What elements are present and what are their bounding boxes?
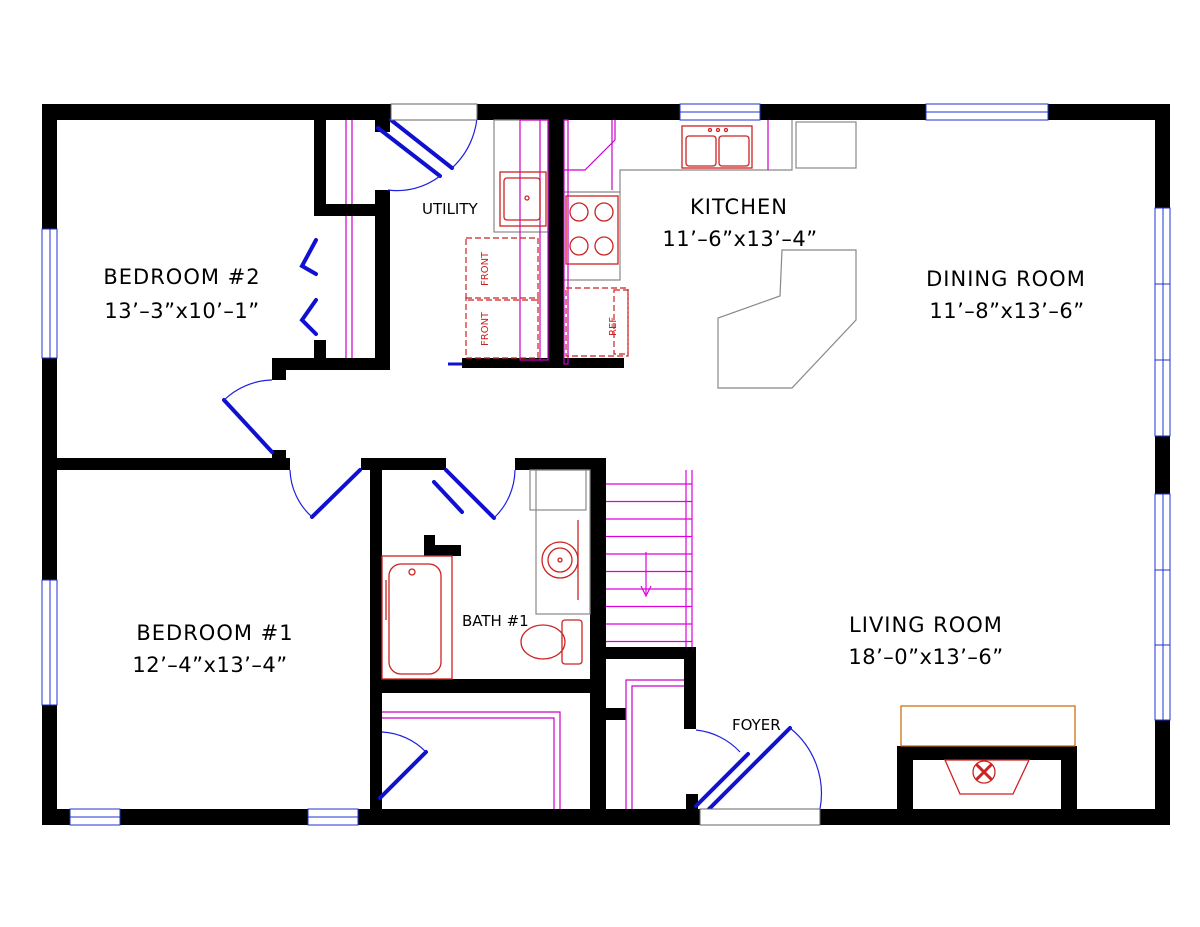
kitchen-sink — [681, 125, 753, 169]
windows — [41, 103, 1171, 826]
room-labels: BEDROOM #2 13’–3”x10’–1” BEDROOM #1 12’–… — [103, 195, 1086, 734]
bedroom1-name: BEDROOM #1 — [136, 621, 293, 645]
living-dims: 18’–0”x13’–6” — [848, 645, 1003, 669]
bathroom-fixtures — [381, 469, 591, 680]
dining-dims: 11’–8”x13’–6” — [929, 299, 1084, 323]
dishwasher — [795, 121, 857, 169]
range — [565, 195, 619, 265]
utility-name: UTILITY — [422, 200, 479, 218]
dining-name: DINING ROOM — [926, 267, 1086, 291]
kitchen-cabinets: REF — [563, 119, 857, 389]
doors — [222, 103, 823, 826]
bedroom1-dims: 12’–4”x13’–4” — [132, 653, 287, 677]
exterior-walls — [42, 104, 1170, 825]
toilet-tank — [561, 619, 583, 665]
bathtub — [381, 555, 453, 680]
svg-text:FRONT: FRONT — [480, 311, 491, 346]
washer — [465, 237, 539, 301]
toilet-bowl — [520, 624, 566, 660]
living-name: LIVING ROOM — [849, 613, 1003, 637]
bedroom2-name: BEDROOM #2 — [103, 265, 260, 289]
bedroom2-dims: 13’–3”x10’–1” — [104, 299, 259, 323]
interior-walls — [57, 120, 1077, 825]
bath1-name: BATH #1 — [462, 612, 529, 630]
kitchen-island — [717, 249, 857, 389]
kitchen-name: KITCHEN — [690, 195, 788, 219]
svg-text:FRONT: FRONT — [480, 251, 491, 286]
kitchen-dims: 11’–6”x13’–4” — [662, 227, 817, 251]
linen-shelf — [529, 469, 587, 511]
utility-fixtures: FRONT FRONT — [448, 119, 549, 366]
stairs — [606, 470, 693, 647]
foyer-name: FOYER — [732, 716, 781, 734]
svg-text:REF: REF — [608, 317, 619, 336]
closet-shelves — [345, 120, 684, 809]
dryer — [465, 297, 539, 359]
bath-sink — [541, 541, 579, 579]
fireplace — [900, 705, 1076, 795]
utility-sink — [499, 171, 547, 227]
